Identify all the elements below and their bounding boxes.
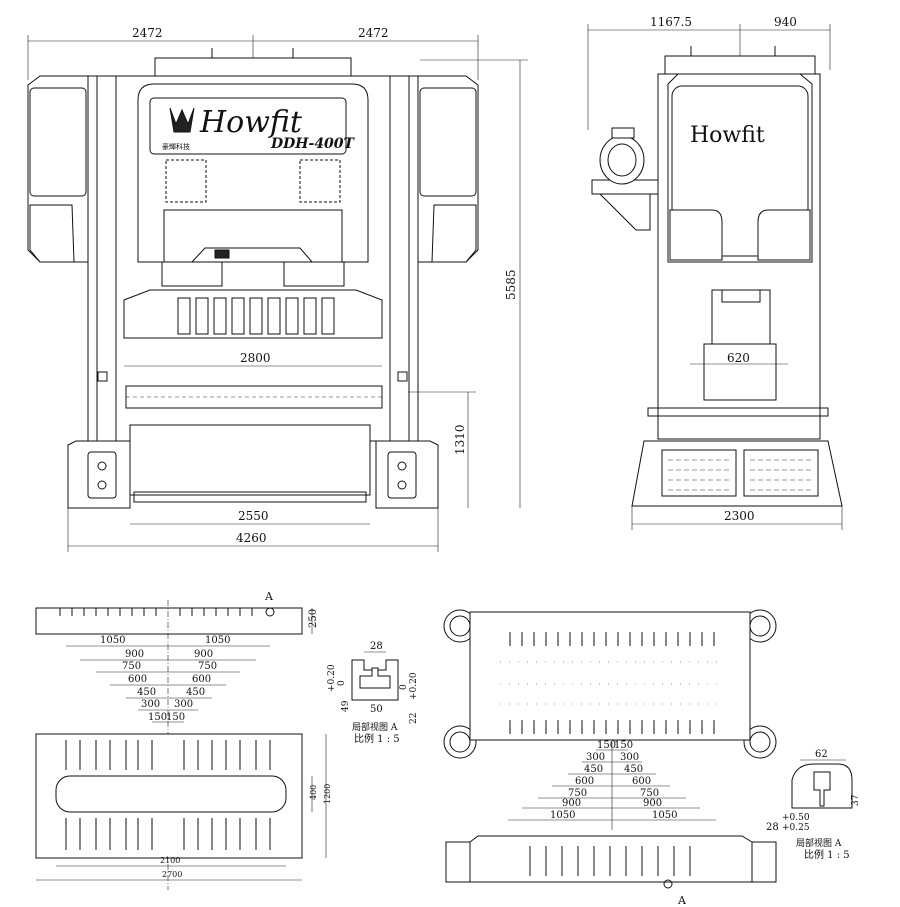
slide-plan-body-slots xyxy=(65,740,271,850)
side-brand: Howfit xyxy=(690,123,765,148)
bp-450-a: 450 xyxy=(584,764,603,775)
howfit-logo-icon xyxy=(169,107,195,133)
dim-150-a: 150 xyxy=(148,712,167,723)
dim-1200: 1200 xyxy=(323,784,332,804)
detail-b-tol-b: +0.25 xyxy=(782,823,810,833)
bolster-tslots xyxy=(509,632,715,734)
dim-600-a: 600 xyxy=(128,674,147,685)
detail-a-scale: 比例 1 : 5 xyxy=(354,732,400,745)
bolster-front-slots xyxy=(529,846,691,876)
dim-300-b: 300 xyxy=(174,699,193,710)
dim-1050-a: 1050 xyxy=(100,635,125,646)
bp-750-b: 750 xyxy=(640,788,659,799)
front-brand: Howfit xyxy=(199,105,303,140)
dim-900-a: 900 xyxy=(125,649,144,660)
detail-b-tol-a: +0.50 xyxy=(782,813,810,823)
front-view: 2472 2472 Howfit DDH-400T 豪輝科技 xyxy=(27,26,528,552)
side-view: 1167.5 940 Howfit 620 xyxy=(587,15,843,530)
detail-b-scale: 比例 1 : 5 xyxy=(804,848,850,861)
detail-b-28: 28 xyxy=(766,822,779,833)
dim-940: 940 xyxy=(774,15,797,29)
detail-b-37: 37 xyxy=(851,794,861,806)
detail-a-49: 49 xyxy=(341,700,351,712)
dim-4260: 4260 xyxy=(236,531,267,545)
dim-2550: 2550 xyxy=(238,509,269,523)
dim-1050-b: 1050 xyxy=(205,635,230,646)
bp-300-b: 300 xyxy=(620,752,639,763)
dim-1167-5: 1167.5 xyxy=(650,15,692,29)
dim-620: 620 xyxy=(727,351,750,365)
bp-300-a: 300 xyxy=(586,752,605,763)
detail-a-tol-plus: +0.20 xyxy=(327,664,337,692)
bp-750-a: 750 xyxy=(568,788,587,799)
dim-450-b: 450 xyxy=(186,687,205,698)
bp-1050-b: 1050 xyxy=(652,810,677,821)
dim-600-b: 600 xyxy=(192,674,211,685)
dim-750-a: 750 xyxy=(122,661,141,672)
dim-2700: 2700 xyxy=(162,870,182,879)
detail-a-tol-zero2: 0 xyxy=(399,684,409,690)
front-cn-brand: 豪輝科技 xyxy=(162,142,190,151)
bp-600-b: 600 xyxy=(632,776,651,787)
base-vent-slots xyxy=(668,459,812,491)
detail-b-caption: 局部视图 A xyxy=(796,837,842,849)
slide-plan-tslots xyxy=(59,608,253,616)
detail-b-62: 62 xyxy=(815,749,828,760)
detail-a-tol-plus2: +0.20 xyxy=(409,672,419,700)
detail-a-28: 28 xyxy=(370,641,383,652)
bp-150-b: 150 xyxy=(614,740,633,751)
detail-a-caption: 局部视图 A xyxy=(352,721,398,733)
bp-450-b: 450 xyxy=(624,764,643,775)
dim-450-a: 450 xyxy=(137,687,156,698)
slide-plan-view: A 250 1050 1050 900 900 750 750 600 600 … xyxy=(35,590,332,890)
detail-a-left: 28 50 49 22 +0.20 0 0 +0.20 局部视图 A 比例 1 … xyxy=(327,641,419,745)
dim-750-b: 750 xyxy=(198,661,217,672)
detail-a-right: 62 37 +0.50 28 +0.25 局部视图 A 比例 1 : 5 xyxy=(766,749,861,861)
detail-a-tol-zero: 0 xyxy=(337,680,347,686)
bolster-plan-view: 150 150 300 300 450 450 600 600 750 750 … xyxy=(443,609,777,907)
bp-900-a: 900 xyxy=(562,798,581,809)
dim-300-a: 300 xyxy=(141,699,160,710)
dim-2300: 2300 xyxy=(724,509,755,523)
bp-600-a: 600 xyxy=(575,776,594,787)
bp-150-a: 150 xyxy=(597,740,616,751)
front-model: DDH-400T xyxy=(270,136,356,152)
marker-a-bottom: A xyxy=(677,894,687,907)
marker-a-top: A xyxy=(264,590,274,603)
dim-400: 400 xyxy=(309,785,318,800)
detail-a-22: 22 xyxy=(409,713,419,724)
dim-150-b: 150 xyxy=(166,712,185,723)
detail-a-50: 50 xyxy=(370,704,383,715)
dim-250: 250 xyxy=(308,609,319,628)
dim-2100: 2100 xyxy=(160,856,180,865)
slide-slots xyxy=(177,297,335,335)
dim-2800: 2800 xyxy=(240,351,271,365)
dim-1310: 1310 xyxy=(453,424,467,455)
dim-2472-right: 2472 xyxy=(358,26,389,40)
dim-900-b: 900 xyxy=(194,649,213,660)
bp-1050-a: 1050 xyxy=(550,810,575,821)
bp-900-b: 900 xyxy=(643,798,662,809)
dim-5585: 5585 xyxy=(504,269,518,300)
dim-2472-left: 2472 xyxy=(132,26,163,40)
